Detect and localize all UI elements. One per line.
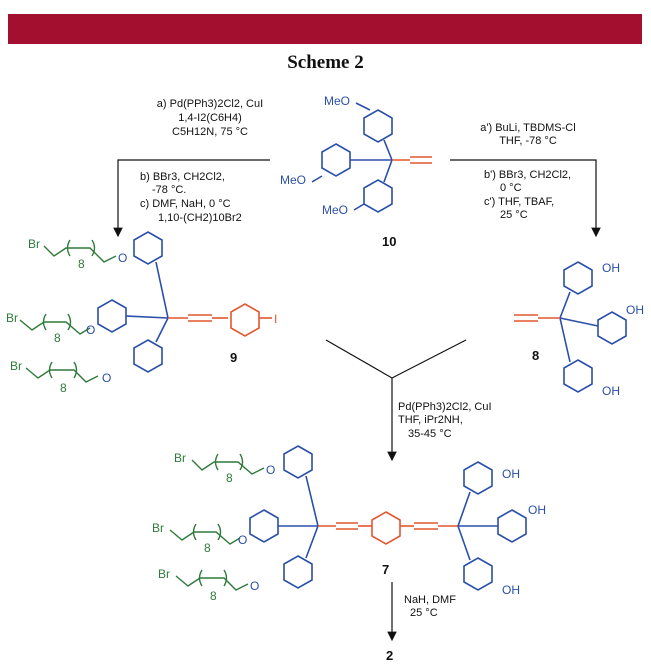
- br-label: Br: [28, 237, 40, 251]
- repeat-count: 8: [54, 331, 61, 345]
- compound-label-2: 2: [386, 648, 393, 663]
- compound-label-9: 9: [230, 350, 237, 365]
- condition-text: a) Pd(PPh3)2Cl2, CuI: [157, 98, 263, 110]
- condition-text: c) DMF, NaH, 0 °C: [140, 198, 231, 210]
- condition-text: 25 °C: [500, 209, 528, 221]
- oxygen-label: O: [250, 579, 259, 593]
- linker-7: [318, 511, 458, 545]
- br-label: Br: [10, 359, 22, 373]
- oh-label: OH: [502, 583, 520, 597]
- oxygen-label: O: [86, 323, 95, 337]
- br-label: Br: [6, 311, 18, 325]
- condition-text: THF, -78 °C: [499, 135, 557, 147]
- arrow-right: [450, 159, 601, 238]
- condition-text: THF, iPr2NH,: [398, 414, 463, 426]
- compound-8-structure: [559, 261, 627, 393]
- oxygen-label: O: [118, 251, 127, 265]
- condition-text: 35-45 °C: [408, 428, 452, 440]
- condition-text: c') THF, TBAF,: [484, 196, 554, 208]
- oh-label: OH: [602, 261, 620, 275]
- br-label: Br: [158, 567, 170, 581]
- header-banner: [8, 14, 642, 44]
- compound-label-8: 8: [532, 348, 539, 363]
- ome-label: MeO: [322, 203, 348, 217]
- oh-label: OH: [626, 303, 644, 317]
- alkyne-8: [514, 314, 560, 322]
- compound-9-structure: [97, 231, 169, 373]
- condition-text: C5H12N, 75 °C: [172, 126, 248, 138]
- converge-lines: [325, 339, 467, 379]
- compound-7-right-aryls: [457, 461, 527, 591]
- condition-text: 1,4-I2(C6H4): [178, 112, 242, 124]
- compound-10-structure: [311, 102, 393, 213]
- condition-text: b') BBr3, CH2Cl2,: [484, 169, 571, 181]
- br-label: Br: [152, 521, 164, 535]
- arrow-left: [113, 159, 270, 238]
- condition-text: 0 °C: [500, 182, 522, 194]
- condition-text: b) BBr3, CH2Cl2,: [140, 171, 225, 183]
- condition-text: 1,10-(CH2)10Br2: [158, 212, 242, 224]
- oh-label: OH: [528, 503, 546, 517]
- repeat-count: 8: [60, 381, 67, 395]
- oxygen-label: O: [266, 463, 275, 477]
- ome-label: MeO: [280, 173, 306, 187]
- iodine-label: I: [274, 312, 277, 326]
- condition-text: a') BuLi, TBDMS-Cl: [480, 122, 575, 134]
- condition-text: Pd(PPh3)2Cl2, CuI: [398, 401, 492, 413]
- alkyl-chains-9: [19, 239, 117, 383]
- ome-label: MeO: [324, 94, 350, 108]
- condition-text: 25 °C: [410, 607, 438, 619]
- alkyne-10: [392, 156, 432, 164]
- repeat-count: 8: [204, 541, 211, 555]
- compound-label-10: 10: [382, 234, 396, 249]
- oh-label: OH: [502, 467, 520, 481]
- condition-text: NaH, DMF: [404, 594, 456, 606]
- repeat-count: 8: [226, 471, 233, 485]
- oxygen-label: O: [238, 533, 247, 547]
- oh-label: OH: [602, 384, 620, 398]
- compound-7-left-aryls: [249, 445, 319, 589]
- compound-label-7: 7: [382, 562, 389, 577]
- br-label: Br: [174, 451, 186, 465]
- condition-text: -78 °C.: [152, 184, 186, 196]
- scheme-title: Scheme 2: [287, 52, 364, 73]
- repeat-count: 8: [210, 589, 217, 603]
- repeat-count: 8: [78, 257, 85, 271]
- linker-9: [168, 303, 272, 337]
- alkyl-chains-7: [169, 453, 265, 591]
- oxygen-label: O: [102, 371, 111, 385]
